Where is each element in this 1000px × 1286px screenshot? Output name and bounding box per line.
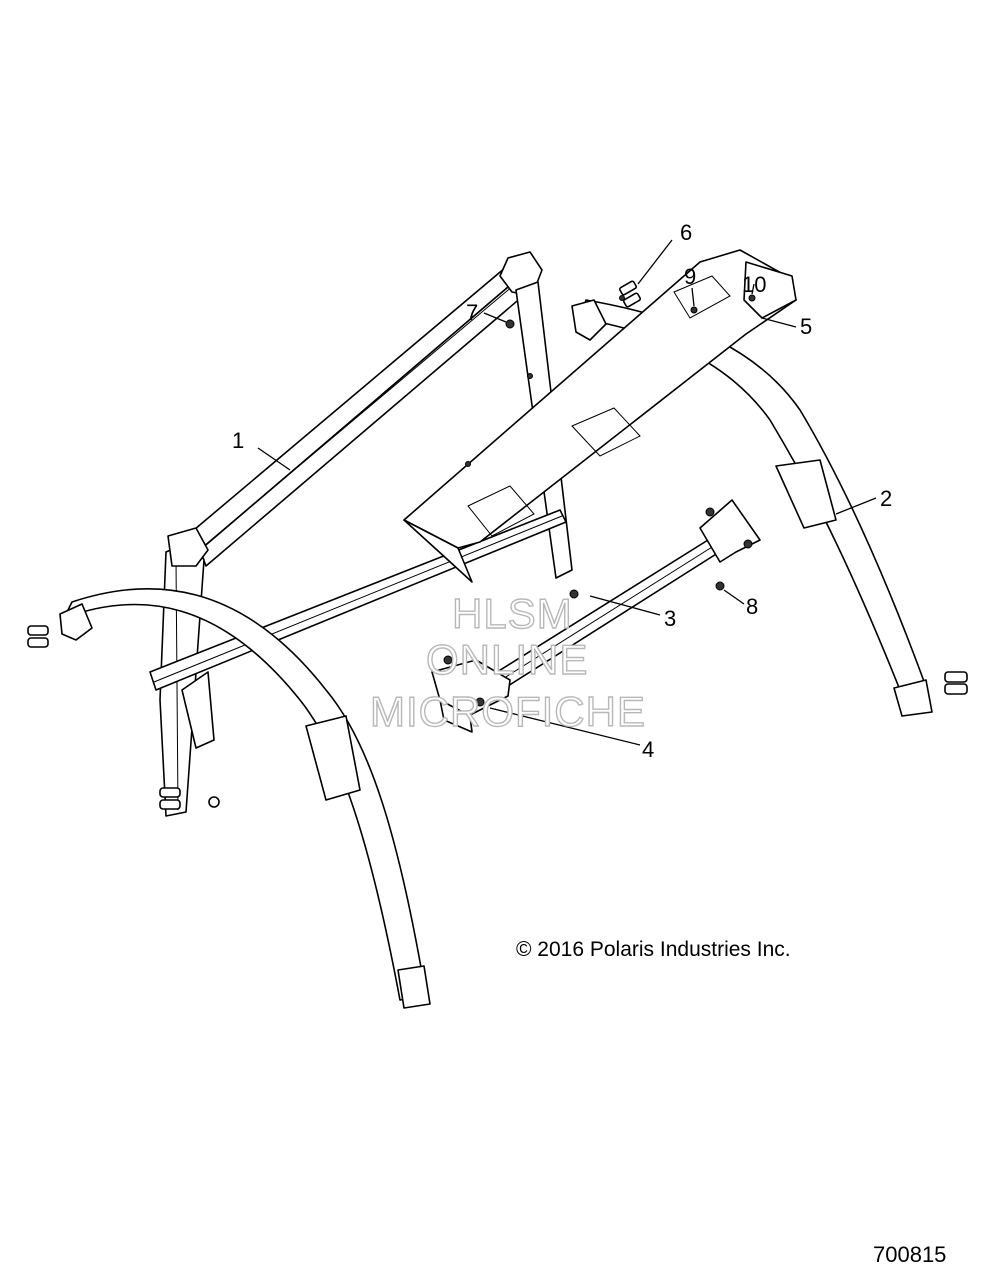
callout-6: 6: [680, 220, 692, 245]
watermark: HLSM ONLINE MICROFICHE: [369, 589, 646, 735]
figure-number: 700815: [873, 1242, 947, 1267]
hardware-group: [159, 280, 756, 810]
callout-7: 7: [466, 300, 478, 325]
callout-labels: 1 2 3 4 5 6 7 8 9 10: [232, 220, 892, 762]
right-tube-part: [571, 299, 968, 717]
watermark-line-1: HLSM: [452, 590, 573, 637]
watermark-line-3: MICROFICHE: [370, 688, 646, 735]
rear-panel-part: [403, 249, 797, 583]
mount-bracket-part: [431, 659, 511, 733]
watermark-line-2: ONLINE: [426, 636, 588, 683]
callout-3: 3: [664, 606, 676, 631]
leader-lines: [257, 239, 877, 746]
callout-1: 1: [232, 428, 244, 453]
front-left-tube-part: [27, 588, 431, 1009]
copyright-notice: © 2016 Polaris Industries Inc.: [516, 938, 791, 961]
callout-8: 8: [746, 594, 758, 619]
callout-10: 10: [742, 272, 766, 297]
callout-2: 2: [880, 486, 892, 511]
callout-4: 4: [642, 737, 654, 762]
callout-5: 5: [800, 314, 812, 339]
callout-9: 9: [684, 264, 696, 289]
